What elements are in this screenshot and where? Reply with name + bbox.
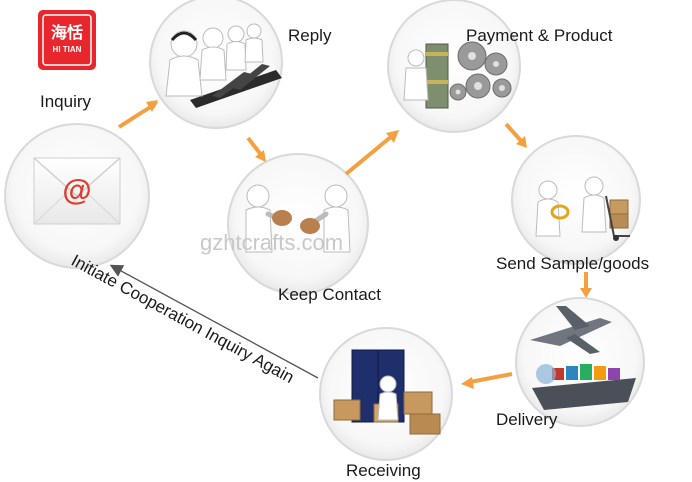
logo-latin: HI TIAN	[53, 45, 82, 54]
money-gears-icon	[403, 41, 512, 109]
step-inquiry-circle: @	[4, 123, 150, 269]
arrow-payment-to-sample-icon	[504, 122, 527, 148]
label-sample: Send Sample/goods	[496, 254, 649, 273]
arrow-delivery-to-receiving-icon	[461, 372, 513, 389]
arrow-reply-to-keep-contact-icon	[246, 136, 266, 162]
at-symbol: @	[62, 174, 91, 207]
magnifier-trolley-icon	[535, 176, 630, 241]
logo-glyphs: 海恬	[51, 23, 83, 42]
step-keep-contact-circle	[227, 153, 369, 295]
label-payment: Payment & Product	[466, 26, 613, 45]
step-receiving-circle	[319, 327, 453, 461]
flow-arrows	[117, 100, 592, 389]
company-logo: 海恬 HI TIAN	[38, 10, 96, 70]
label-keep-contact: Keep Contact	[278, 285, 381, 304]
handshake-figures-icon	[245, 184, 351, 253]
container-boxes-icon	[333, 349, 441, 435]
loop-back-arrow-icon	[109, 264, 319, 379]
airplane-ship-icon	[530, 306, 636, 410]
step-delivery-circle	[515, 297, 645, 427]
arrow-sample-to-delivery-icon	[580, 272, 592, 298]
watermark: gzhtcrafts.com	[200, 230, 343, 255]
label-reply: Reply	[288, 26, 332, 45]
label-inquiry: Inquiry	[40, 92, 92, 111]
step-reply-circle	[149, 0, 283, 129]
label-receiving: Receiving	[346, 461, 421, 480]
step-sample-circle	[511, 135, 641, 265]
step-payment-circle	[387, 0, 521, 133]
arrow-keep-contact-to-payment-icon	[344, 130, 399, 176]
envelope-icon: @	[33, 157, 121, 225]
arrow-inquiry-to-reply-icon	[117, 100, 158, 129]
call-center-icon	[165, 23, 282, 108]
label-delivery: Delivery	[496, 410, 558, 429]
